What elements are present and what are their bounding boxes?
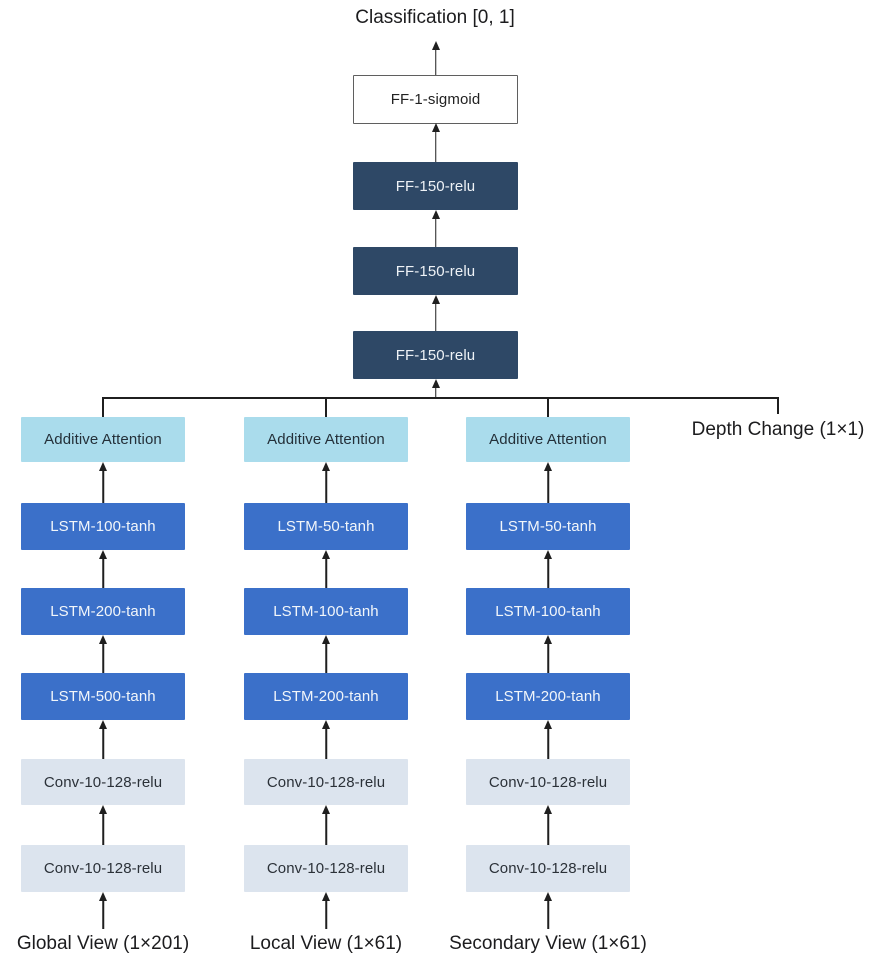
arrow-up-icon: [98, 462, 108, 503]
lstm-box: LSTM-50-tanh: [466, 503, 630, 550]
arrow-up-icon: [98, 720, 108, 759]
arrow-up-icon: [543, 462, 553, 503]
lstm-box-label: LSTM-200-tanh: [273, 688, 379, 705]
lstm-box: LSTM-100-tanh: [244, 588, 408, 635]
branch-line: [103, 397, 778, 399]
arrow-up-icon: [431, 41, 441, 75]
classification-label: Classification [0, 1]: [355, 7, 515, 28]
arrow-up-icon: [321, 805, 331, 845]
conv-box: Conv-10-128-relu: [21, 759, 185, 805]
branch-stub: [547, 397, 549, 417]
lstm-box: LSTM-100-tanh: [21, 503, 185, 550]
input-label: Global View (1×201): [16, 933, 190, 954]
column-local-view: Additive Attention LSTM-50-tanh LSTM-100…: [244, 0, 408, 965]
column-secondary-view: Additive Attention LSTM-50-tanh LSTM-100…: [449, 0, 647, 965]
branch-stub: [325, 397, 327, 417]
conv-box-label: Conv-10-128-relu: [43, 860, 163, 877]
arrow-up-icon: [543, 720, 553, 759]
attention-box: Additive Attention: [466, 417, 630, 462]
attention-box: Additive Attention: [21, 417, 185, 462]
ff-box-label: FF-150-relu: [395, 262, 476, 280]
ff-box: FF-150-relu: [353, 162, 518, 210]
branch-stub: [102, 397, 104, 417]
lstm-box-label: LSTM-500-tanh: [50, 688, 156, 705]
arrow-up-icon: [431, 210, 441, 247]
depth-change-label: Depth Change (1×1): [691, 419, 865, 440]
lstm-box: LSTM-200-tanh: [21, 588, 185, 635]
branch-stub-depth: [777, 397, 779, 414]
head-stack: FF-1-sigmoid FF-150-relu FF-150-relu FF-…: [353, 0, 518, 965]
conv-box: Conv-10-128-relu: [466, 845, 630, 892]
arrow-up-icon: [543, 635, 553, 673]
arrow-up-icon: [431, 295, 441, 331]
conv-box: Conv-10-128-relu: [466, 759, 630, 805]
lstm-box: LSTM-100-tanh: [466, 588, 630, 635]
arrow-up-icon: [543, 892, 553, 929]
arrow-up-icon: [321, 635, 331, 673]
arrow-up-icon: [321, 462, 331, 503]
conv-box-label: Conv-10-128-relu: [266, 860, 386, 877]
conv-box-label: Conv-10-128-relu: [488, 860, 608, 877]
arrow-up-icon: [321, 550, 331, 588]
column-global-view: Additive Attention LSTM-100-tanh LSTM-20…: [17, 0, 189, 965]
arrow-up-icon: [543, 805, 553, 845]
input-label: Local View (1×61): [249, 933, 403, 954]
arrow-up-icon: [321, 720, 331, 759]
lstm-box-label: LSTM-200-tanh: [50, 603, 156, 620]
attention-box: Additive Attention: [244, 417, 408, 462]
conv-box-label: Conv-10-128-relu: [43, 773, 163, 791]
lstm-box: LSTM-500-tanh: [21, 673, 185, 720]
output-box-label: FF-1-sigmoid: [390, 91, 481, 108]
arrow-up-icon: [431, 379, 441, 398]
lstm-box: LSTM-200-tanh: [466, 673, 630, 720]
arrow-up-icon: [431, 123, 441, 162]
attention-box-label: Additive Attention: [489, 431, 607, 448]
arrow-up-icon: [98, 892, 108, 929]
lstm-box-label: LSTM-50-tanh: [499, 518, 597, 535]
attention-box-label: Additive Attention: [267, 431, 385, 448]
arrow-up-icon: [98, 635, 108, 673]
attention-box-label: Additive Attention: [44, 431, 162, 448]
lstm-box-label: LSTM-50-tanh: [277, 518, 375, 535]
ff-box-label: FF-150-relu: [395, 177, 476, 195]
arrow-up-icon: [543, 550, 553, 588]
lstm-box-label: LSTM-100-tanh: [273, 603, 379, 620]
ff-box: FF-150-relu: [353, 247, 518, 295]
conv-box: Conv-10-128-relu: [21, 845, 185, 892]
arrow-up-icon: [98, 805, 108, 845]
input-label: Secondary View (1×61): [449, 933, 647, 954]
arrow-up-icon: [98, 550, 108, 588]
lstm-box: LSTM-200-tanh: [244, 673, 408, 720]
ff-box-label: FF-150-relu: [395, 346, 476, 364]
conv-box-label: Conv-10-128-relu: [266, 773, 386, 791]
lstm-box-label: LSTM-100-tanh: [495, 603, 601, 620]
ff-box: FF-150-relu: [353, 331, 518, 379]
lstm-box: LSTM-50-tanh: [244, 503, 408, 550]
lstm-box-label: LSTM-100-tanh: [50, 518, 156, 535]
conv-box: Conv-10-128-relu: [244, 759, 408, 805]
conv-box-label: Conv-10-128-relu: [488, 773, 608, 791]
arrow-up-icon: [321, 892, 331, 929]
conv-box: Conv-10-128-relu: [244, 845, 408, 892]
lstm-box-label: LSTM-200-tanh: [495, 688, 601, 705]
